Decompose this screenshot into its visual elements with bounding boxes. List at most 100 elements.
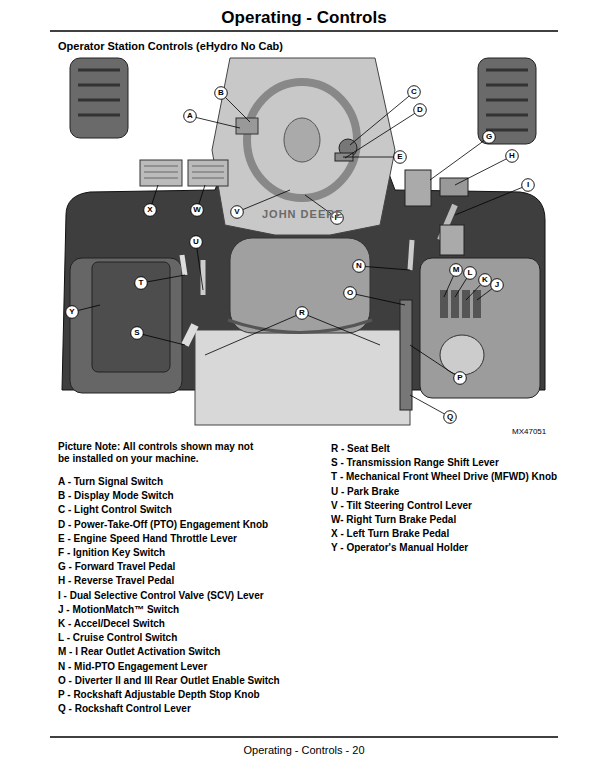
switch-l <box>451 290 459 318</box>
leader-lines <box>72 92 528 417</box>
callout-ring <box>135 277 148 290</box>
callout-letter: V <box>230 205 244 219</box>
leader-line <box>190 116 240 128</box>
callout-letter: A <box>183 109 197 123</box>
picture-note: Picture Note: All controls shown may not… <box>58 441 263 465</box>
legend-item: K - Accel/Decel Switch <box>58 618 165 630</box>
callout-letter: P <box>453 371 467 385</box>
scv-base <box>440 225 464 255</box>
mat-logo: JOHN DEERE <box>262 208 344 220</box>
leader-line <box>302 313 380 345</box>
callout-ring <box>450 264 463 277</box>
callout-circle: K <box>478 273 492 287</box>
leader-line <box>350 293 405 305</box>
callout-ring <box>506 150 519 163</box>
callout-ring <box>408 86 421 99</box>
legend-item: R - Seat Belt <box>331 443 390 455</box>
callout-ring <box>464 267 477 280</box>
leader-line <box>455 185 528 215</box>
callout-letter: H <box>505 149 519 163</box>
callout-letter: N <box>352 259 366 273</box>
callout-letter: B <box>214 86 228 100</box>
leader-line <box>345 110 420 158</box>
legend-item: B - Display Mode Switch <box>58 490 174 502</box>
callout-ring <box>131 327 144 340</box>
callout-circle: O <box>343 286 357 300</box>
callout-circle: N <box>352 259 366 273</box>
callout-letter: Y <box>65 305 79 319</box>
callout-letter: T <box>134 276 148 290</box>
header-rule <box>50 30 558 32</box>
callout-letter: K <box>478 273 492 287</box>
callout-circle: A <box>183 109 197 123</box>
legend-item: P - Rockshaft Adjustable Depth Stop Knob <box>58 689 260 701</box>
rockshaft-lever <box>400 300 412 410</box>
leader-line <box>455 156 512 185</box>
seat-edge <box>228 320 372 333</box>
legend-item: M - I Rear Outlet Activation Switch <box>58 646 220 658</box>
section-heading: Operator Station Controls (eHydro No Cab… <box>58 40 283 52</box>
callout-letter: I <box>521 178 535 192</box>
callout-letter: J <box>490 278 504 292</box>
mid-pto-lever <box>410 240 412 270</box>
callout-circle: C <box>407 85 421 99</box>
legend-item: T - Mechanical Front Wheel Drive (MFWD) … <box>331 471 557 483</box>
callout-circle: S <box>130 326 144 340</box>
callout-circle: U <box>189 235 203 249</box>
legend-item: I - Dual Selective Control Valve (SCV) L… <box>58 590 264 602</box>
leader-line <box>205 313 302 355</box>
callout-letter: O <box>343 286 357 300</box>
callout-circle: G <box>482 130 496 144</box>
leader-line <box>196 242 203 290</box>
callout-letter: W <box>190 203 204 217</box>
manual-holder <box>92 262 170 372</box>
right-brake-pedal <box>188 160 228 186</box>
legend-item: N - Mid-PTO Engagement Lever <box>58 661 207 673</box>
left-brake-pedal <box>140 160 182 186</box>
callout-letter: X <box>143 203 157 217</box>
callout-circle: D <box>413 103 427 117</box>
legend-item: C - Light Control Switch <box>58 504 172 516</box>
legend-item: S - Transmission Range Shift Lever <box>331 457 499 469</box>
steering-wheel <box>247 82 357 198</box>
callout-letter: R <box>295 306 309 320</box>
callout-circle: L <box>463 266 477 280</box>
callout-circle: E <box>393 150 407 164</box>
legend-item: L - Cruise Control Switch <box>58 632 177 644</box>
callout-ring <box>522 179 535 192</box>
callout-ring <box>414 104 427 117</box>
tractor-drawing <box>62 58 545 425</box>
callout-circle: H <box>505 149 519 163</box>
legend-item: G - Forward Travel Pedal <box>58 561 175 573</box>
legend-item: A - Turn Signal Switch <box>58 476 163 488</box>
switch-j <box>473 290 481 318</box>
callout-circle: Q <box>443 410 457 424</box>
range-shift-lever <box>185 325 195 345</box>
hood-dash <box>212 58 395 235</box>
callout-ring <box>483 131 496 144</box>
callout-ring <box>191 204 204 217</box>
pedal-tread <box>144 166 224 178</box>
callout-ring <box>394 151 407 164</box>
callout-letter: E <box>393 150 407 164</box>
callout-letter: C <box>407 85 421 99</box>
legend-item: F - Ignition Key Switch <box>58 547 165 559</box>
page-footer: Operating - Controls - 20 <box>0 744 608 756</box>
legend-item: E - Engine Speed Hand Throttle Lever <box>58 533 237 545</box>
legend-item: U - Park Brake <box>331 486 399 498</box>
callout-ring <box>479 274 492 287</box>
callout-ring <box>296 307 309 320</box>
leader-line <box>137 333 185 345</box>
seat <box>230 238 370 333</box>
callout-letter: D <box>413 103 427 117</box>
callout-ring <box>444 411 457 424</box>
callout-circle: Y <box>65 305 79 319</box>
leader-line <box>430 137 489 180</box>
legend-item: Q - Rockshaft Control Lever <box>58 703 191 715</box>
legend-item: V - Tilt Steering Control Lever <box>331 500 472 512</box>
callout-circle: M <box>449 263 463 277</box>
callout-circle: W <box>190 203 204 217</box>
callout-letter: Q <box>443 410 457 424</box>
callout-letter: G <box>482 130 496 144</box>
